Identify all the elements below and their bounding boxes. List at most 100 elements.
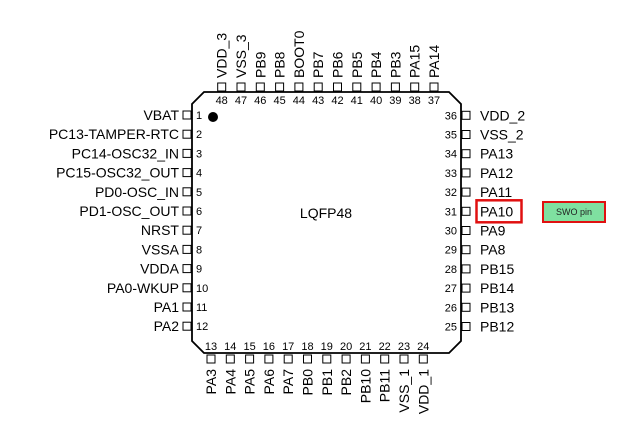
- pin-pad-19: [322, 354, 332, 364]
- pin-number-40: 40: [370, 95, 382, 107]
- pin-pad-5: [182, 187, 192, 197]
- pin-pad-39: [390, 82, 400, 92]
- pin-pad-40: [371, 82, 381, 92]
- pin-name-vdda: VDDA: [140, 261, 180, 277]
- pin-pad-25: [461, 322, 471, 331]
- pin-name-pd1-osc_out: PD1-OSC_OUT: [79, 203, 179, 219]
- pin-pad-2: [182, 129, 192, 139]
- pin-name-pb9: PB9: [252, 51, 268, 78]
- pin-pad-20: [341, 354, 351, 364]
- pa10-highlight-box: [475, 199, 523, 224]
- pin-name-pb2: PB2: [338, 369, 354, 396]
- pin-number-10: 10: [196, 283, 208, 295]
- pin-pad-23: [399, 354, 409, 364]
- pin-name-pb13: PB13: [480, 299, 514, 315]
- pin-pad-15: [245, 354, 255, 364]
- pin-pad-16: [264, 354, 274, 364]
- pin-pad-4: [182, 168, 192, 178]
- pin-name-vdd_3: VDD_3: [214, 33, 230, 78]
- pin-pad-14: [225, 354, 235, 364]
- pin-number-25: 25: [445, 322, 457, 334]
- pin-number-37: 37: [428, 95, 440, 107]
- pin-pad-37: [429, 82, 439, 92]
- pin-name-pa11: PA11: [480, 184, 512, 200]
- pin-number-44: 44: [293, 95, 305, 107]
- pin-pad-34: [461, 149, 471, 159]
- pin-name-pb1: PB1: [319, 369, 335, 396]
- pin-number-3: 3: [196, 148, 202, 160]
- pin-number-34: 34: [445, 149, 457, 161]
- pin-number-19: 19: [321, 341, 333, 353]
- pin-number-38: 38: [409, 95, 421, 107]
- pin-number-13: 13: [205, 341, 217, 353]
- pin-pad-38: [410, 82, 420, 92]
- pin-name-pa3: PA3: [203, 369, 219, 395]
- pin-number-28: 28: [445, 264, 457, 276]
- pin-pad-28: [461, 264, 471, 274]
- pin-pad-44: [294, 82, 304, 92]
- pin-name-pc14-osc32_in: PC14-OSC32_IN: [72, 145, 179, 161]
- pin-number-23: 23: [398, 341, 410, 353]
- pin-number-17: 17: [282, 341, 294, 353]
- pin-number-48: 48: [216, 95, 228, 107]
- pin-number-30: 30: [445, 226, 457, 238]
- pin-name-pa0-wkup: PA0-WKUP: [107, 280, 179, 296]
- pin-name-pa8: PA8: [480, 242, 506, 258]
- pin-number-11: 11: [196, 302, 207, 314]
- pin-pad-18: [303, 354, 312, 364]
- pin-name-pb8: PB8: [272, 51, 288, 78]
- pin-pad-21: [360, 354, 370, 364]
- pin-number-26: 26: [445, 302, 457, 314]
- pin-pad-12: [182, 321, 192, 331]
- pin-name-pa7: PA7: [280, 369, 296, 395]
- pin-number-1: 1: [196, 110, 202, 122]
- pin-number-29: 29: [445, 245, 457, 257]
- pin-name-pa12: PA12: [480, 165, 513, 181]
- pin-number-8: 8: [196, 244, 202, 256]
- pin-name-pa5: PA5: [242, 369, 258, 395]
- pin-name-pd0-osc_in: PD0-OSC_IN: [95, 184, 179, 200]
- package-label: LQFP48: [300, 205, 352, 221]
- pin-pad-1: [182, 110, 192, 120]
- pin-pad-10: [182, 283, 192, 293]
- pin-number-6: 6: [196, 206, 202, 218]
- pin-name-boot0: BOOT0: [291, 30, 307, 78]
- pin-name-pa6: PA6: [261, 369, 277, 395]
- swo-pin-callout-text: SWO pin: [555, 207, 592, 217]
- pin-number-41: 41: [351, 95, 363, 107]
- pin-name-vss_2: VSS_2: [480, 127, 524, 143]
- pin-pad-42: [333, 82, 342, 92]
- chip-body: [191, 91, 462, 354]
- pin-name-pb6: PB6: [330, 51, 346, 78]
- pin-number-32: 32: [445, 187, 457, 199]
- pin-name-pb0: PB0: [300, 369, 316, 396]
- pin-name-pa2: PA2: [154, 318, 180, 334]
- pin-pad-8: [182, 244, 192, 254]
- pin-pad-27: [461, 283, 471, 293]
- pin-name-pb14: PB14: [480, 280, 514, 296]
- pin-name-pa13: PA13: [480, 146, 513, 162]
- pin-number-35: 35: [445, 130, 457, 142]
- pin-number-21: 21: [359, 341, 371, 353]
- pin-pad-22: [380, 354, 390, 364]
- pin-name-vss_3: VSS_3: [233, 34, 249, 78]
- pin-pad-41: [352, 82, 362, 92]
- pin-pad-46: [255, 82, 265, 92]
- pin-pad-29: [461, 245, 471, 255]
- pin-name-nrst: NRST: [141, 222, 180, 238]
- pin-number-4: 4: [196, 168, 202, 180]
- pin-pad-35: [461, 130, 471, 139]
- pin-number-18: 18: [301, 341, 313, 353]
- pin-pad-7: [182, 225, 192, 235]
- pin-number-5: 5: [196, 187, 202, 199]
- pin-pad-11: [182, 302, 192, 312]
- pin-number-2: 2: [196, 129, 202, 141]
- pin-name-pa10: PA10: [480, 203, 513, 219]
- pin-pad-31: [461, 206, 471, 216]
- pin-name-vss_1: VSS_1: [396, 369, 412, 413]
- pin-pad-32: [461, 187, 471, 197]
- pin-number-12: 12: [196, 321, 208, 333]
- pin-number-22: 22: [379, 341, 391, 353]
- pin-name-pb5: PB5: [349, 51, 365, 78]
